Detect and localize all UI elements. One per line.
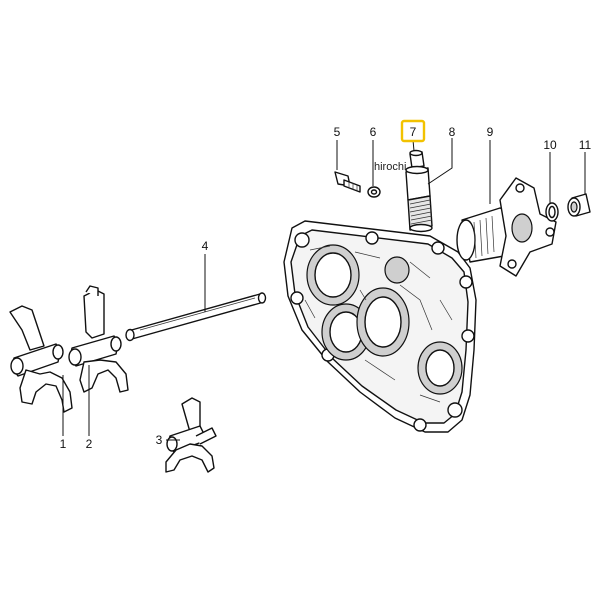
shift-rod-part-4 [125, 292, 267, 342]
o-ring-part-10 [545, 202, 559, 222]
seal-part-11 [567, 193, 591, 217]
bushing-part-7 [409, 149, 425, 169]
callout-4[interactable]: 4 [202, 239, 209, 253]
watermark-text: hirochi [374, 161, 406, 173]
callout-1[interactable]: 1 [60, 437, 67, 451]
callout-6[interactable]: 6 [370, 125, 377, 139]
callout-5[interactable]: 5 [334, 125, 341, 139]
callout-11[interactable]: 11 [579, 138, 592, 152]
shift-fork-part-3 [165, 397, 217, 473]
shift-fork-part-1 [9, 305, 73, 413]
callout-labels[interactable]: 1 2 3 4 5 6 7 8 9 10 11 [60, 125, 592, 451]
flange-housing-part-9 [456, 177, 557, 277]
pinion-part-8 [405, 165, 433, 233]
washer-part-6 [367, 186, 381, 198]
callout-7-highlight-box [400, 119, 426, 143]
callout-2[interactable]: 2 [86, 437, 93, 451]
callout-7[interactable]: 7 [410, 125, 417, 139]
callout-10[interactable]: 10 [543, 138, 557, 152]
shift-fork-part-2 [68, 285, 129, 393]
transmission-cover [283, 220, 477, 433]
callout-9[interactable]: 9 [487, 125, 494, 139]
callout-3[interactable]: 3 [156, 433, 163, 447]
callout-8[interactable]: 8 [449, 125, 456, 139]
bolt-part-5 [334, 171, 361, 193]
